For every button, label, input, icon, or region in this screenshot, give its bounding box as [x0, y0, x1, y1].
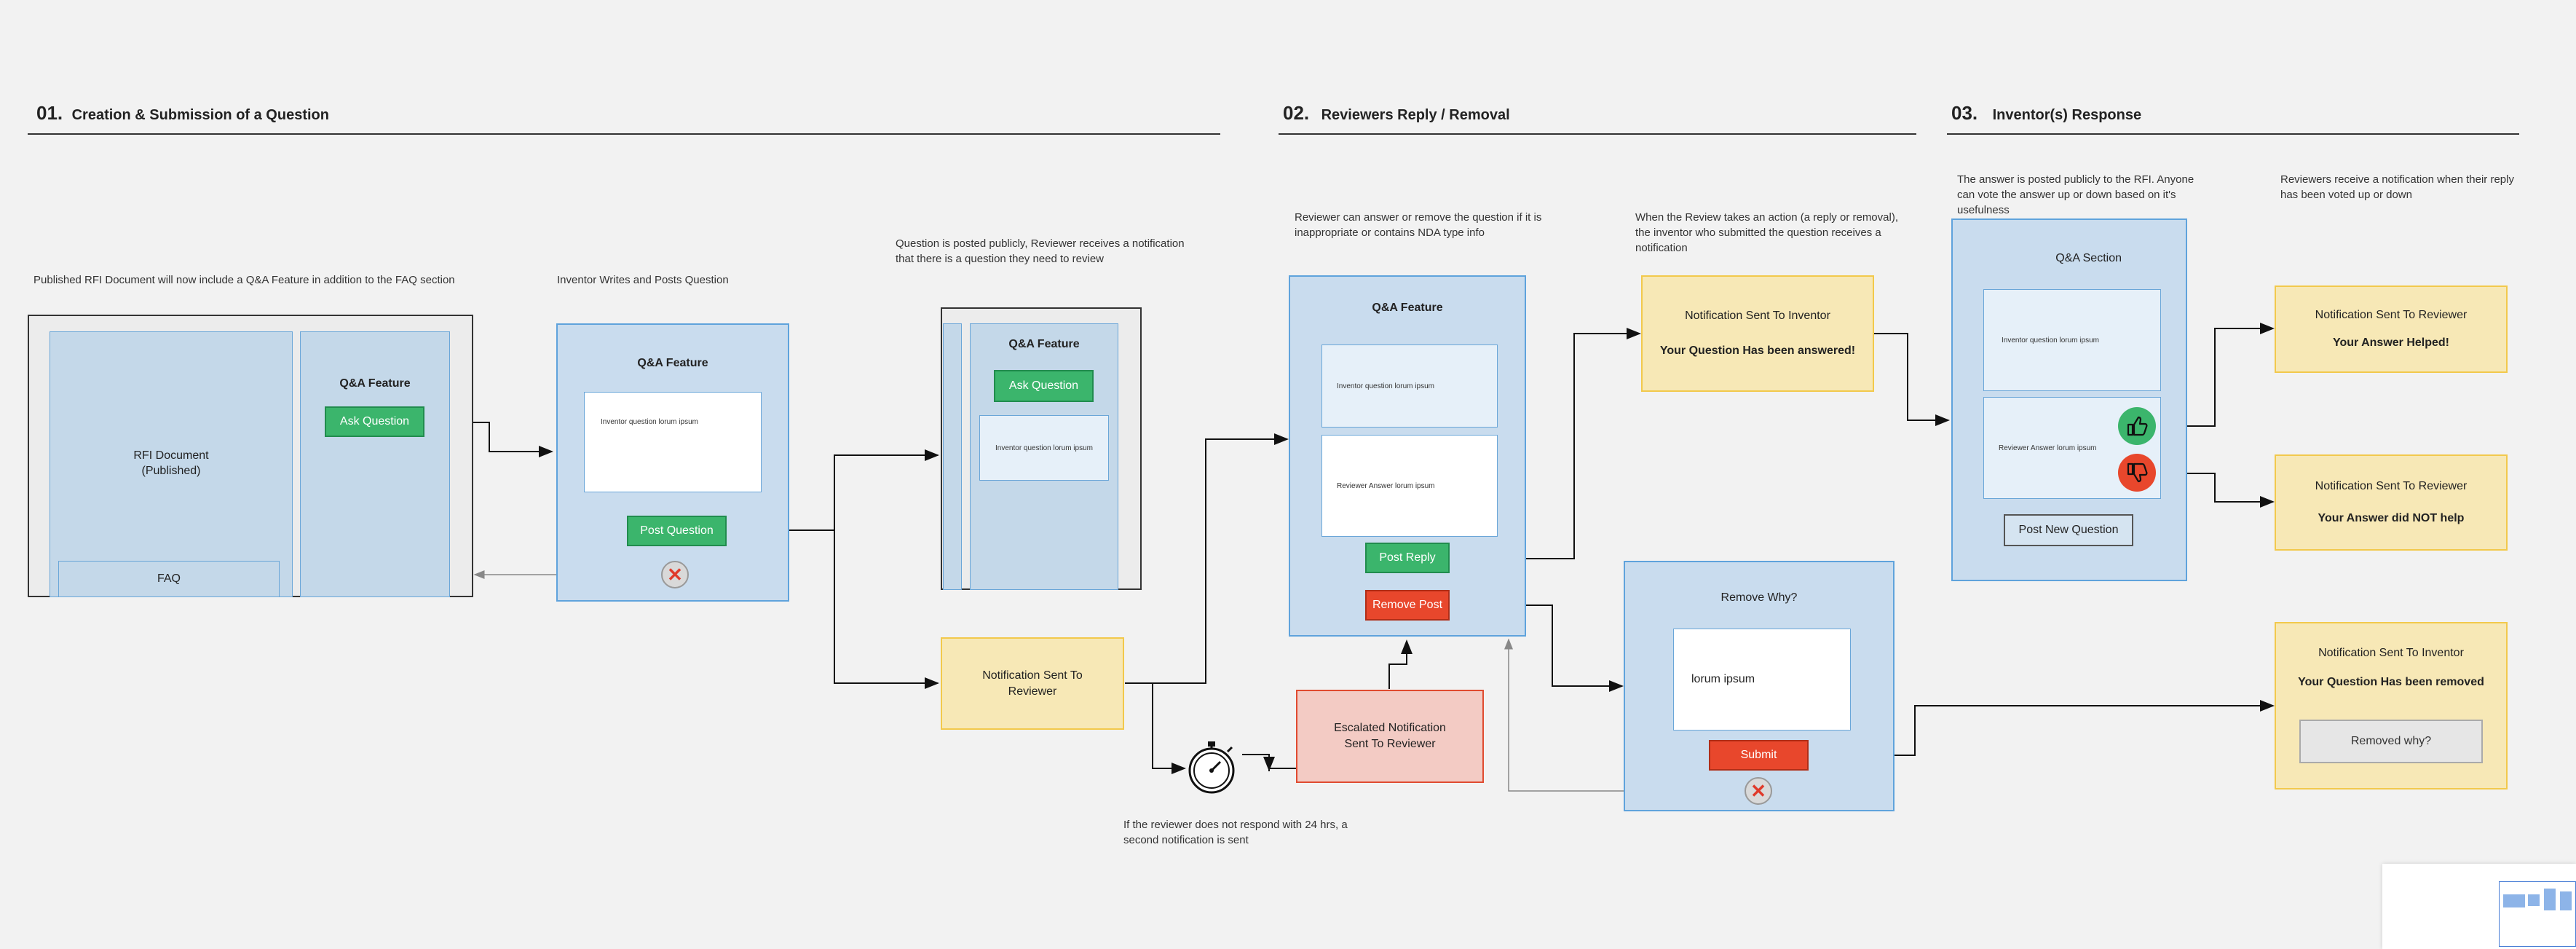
minimap-panel[interactable] — [2382, 864, 2576, 949]
submit-button[interactable]: Submit — [1709, 740, 1809, 771]
minimap-thumb-3 — [2544, 889, 2556, 910]
section-title: Reviewers Reply / Removal — [1321, 107, 1510, 123]
qa-section-title: Q&A Section — [2055, 252, 2122, 264]
reviewer-question-text: Inventor question lorum ipsum — [1337, 382, 1434, 390]
section-number: 03. — [1951, 102, 1978, 124]
notification-message: Your Answer Helped! — [2332, 336, 2450, 349]
note-reviewer-can: Reviewer can answer or remove the questi… — [1295, 211, 1542, 239]
question-input-text: Inventor question lorum ipsum — [601, 418, 698, 426]
notification-heading: Notification Sent To Inventor — [2318, 647, 2464, 659]
note-posted-publicly: Question is posted publicly, Reviewer re… — [896, 237, 1185, 265]
rfi-document-panel — [50, 331, 293, 597]
notification-heading: Notification Sent To Inventor — [1685, 310, 1830, 322]
rfi-qa-feature-panel — [300, 331, 450, 597]
remove-post-button[interactable]: Remove Post — [1365, 590, 1450, 621]
remove-reason-text: lorum ipsum — [1691, 673, 1755, 685]
thumbs-up-icon[interactable] — [2118, 407, 2156, 445]
note-no-response: If the reviewer does not respond with 24… — [1123, 819, 1348, 846]
minimap-thumb-2 — [2528, 894, 2540, 906]
faq-section[interactable]: FAQ — [58, 561, 280, 597]
note-inventor-writes: Inventor Writes and Posts Question — [557, 274, 729, 286]
stopwatch-icon — [1188, 741, 1235, 794]
section-divider — [1279, 133, 1916, 135]
public-question-card: Inventor question lorum ipsum — [979, 415, 1109, 481]
notification-heading: Notification Sent To Reviewer — [2315, 480, 2468, 492]
qa-question-text: Inventor question lorum ipsum — [2002, 336, 2099, 344]
cancel-remove-x-icon[interactable]: ✕ — [1745, 777, 1772, 805]
remove-reason-input[interactable]: lorum ipsum — [1673, 629, 1851, 731]
reviewer-panel-title: Q&A Feature — [1372, 302, 1443, 314]
question-input[interactable]: Inventor question lorum ipsum — [584, 392, 762, 492]
note-answer-posted: The answer is posted publicly to the RFI… — [1957, 173, 2194, 216]
section-header-1: 01. Creation & Submission of a Question — [36, 102, 1223, 138]
reviewer-answer-text: Reviewer Answer lorum ipsum — [1337, 481, 1435, 490]
reviewer-answer-input[interactable]: Reviewer Answer lorum ipsum — [1321, 435, 1498, 537]
section-title: Creation & Submission of a Question — [71, 107, 329, 123]
cancel-x-icon[interactable]: ✕ — [661, 561, 689, 588]
escalated-notification: Escalated Notification Sent To Reviewer — [1296, 690, 1484, 783]
public-qa-title: Q&A Feature — [1008, 338, 1080, 350]
public-ask-question-button[interactable]: Ask Question — [994, 370, 1094, 402]
section-number: 02. — [1283, 102, 1310, 124]
removed-why-button[interactable]: Removed why? — [2299, 720, 2483, 763]
minimap-thumb-4 — [2560, 891, 2572, 910]
section-header-3: 03. Inventor(s) Response — [1951, 102, 2519, 138]
notification-to-reviewer-label: Notification Sent To Reviewer — [982, 669, 1083, 698]
faq-label: FAQ — [157, 572, 181, 585]
qa-answer-text: Reviewer Answer lorum ipsum — [1999, 444, 2097, 452]
section-divider — [1947, 133, 2519, 135]
post-question-button[interactable]: Post Question — [627, 516, 727, 546]
rfi-qa-title: Q&A Feature — [339, 377, 411, 390]
note-when-review: When the Review takes an action (a reply… — [1635, 211, 1898, 254]
notification-to-reviewer: Notification Sent To Reviewer — [941, 637, 1124, 730]
remove-why-title: Remove Why? — [1720, 591, 1798, 604]
minimap-thumb-1 — [2503, 894, 2525, 907]
notification-heading: Notification Sent To Reviewer — [2315, 309, 2468, 321]
notification-message: Your Answer did NOT help — [2318, 512, 2465, 524]
section-header-2: 02. Reviewers Reply / Removal — [1283, 102, 1916, 138]
escalated-notification-label: Escalated Notification Sent To Reviewer — [1334, 722, 1446, 750]
notification-question-removed: Notification Sent To Inventor Your Quest… — [2275, 622, 2508, 789]
notification-inventor-answered: Notification Sent To Inventor Your Quest… — [1641, 275, 1874, 392]
section-divider — [28, 133, 1220, 135]
rfi-document-label: RFI Document (Published) — [133, 449, 209, 477]
ask-question-button[interactable]: Ask Question — [325, 406, 424, 437]
reviewer-question-card: Inventor question lorum ipsum — [1321, 344, 1498, 428]
thumbs-down-icon[interactable] — [2118, 454, 2156, 492]
notification-answer-helped: Notification Sent To Reviewer Your Answe… — [2275, 286, 2508, 373]
section-number: 01. — [36, 102, 63, 124]
qa-question-card: Inventor question lorum ipsum — [1983, 289, 2161, 391]
notification-message: Your Question Has been removed — [2298, 676, 2484, 688]
section-title: Inventor(s) Response — [1992, 107, 2142, 123]
inventor-form-title: Q&A Feature — [637, 357, 708, 369]
post-new-question-button[interactable]: Post New Question — [2004, 514, 2133, 546]
public-view-side-strip — [943, 323, 962, 590]
note-reviewers-receive: Reviewers receive a notification when th… — [2280, 173, 2514, 201]
post-reply-button[interactable]: Post Reply — [1365, 543, 1450, 573]
notification-answer-not-help: Notification Sent To Reviewer Your Answe… — [2275, 454, 2508, 551]
public-question-text: Inventor question lorum ipsum — [995, 444, 1093, 452]
note-published-rfi: Published RFI Document will now include … — [33, 274, 455, 286]
notification-message: Your Question Has been answered! — [1659, 344, 1856, 357]
